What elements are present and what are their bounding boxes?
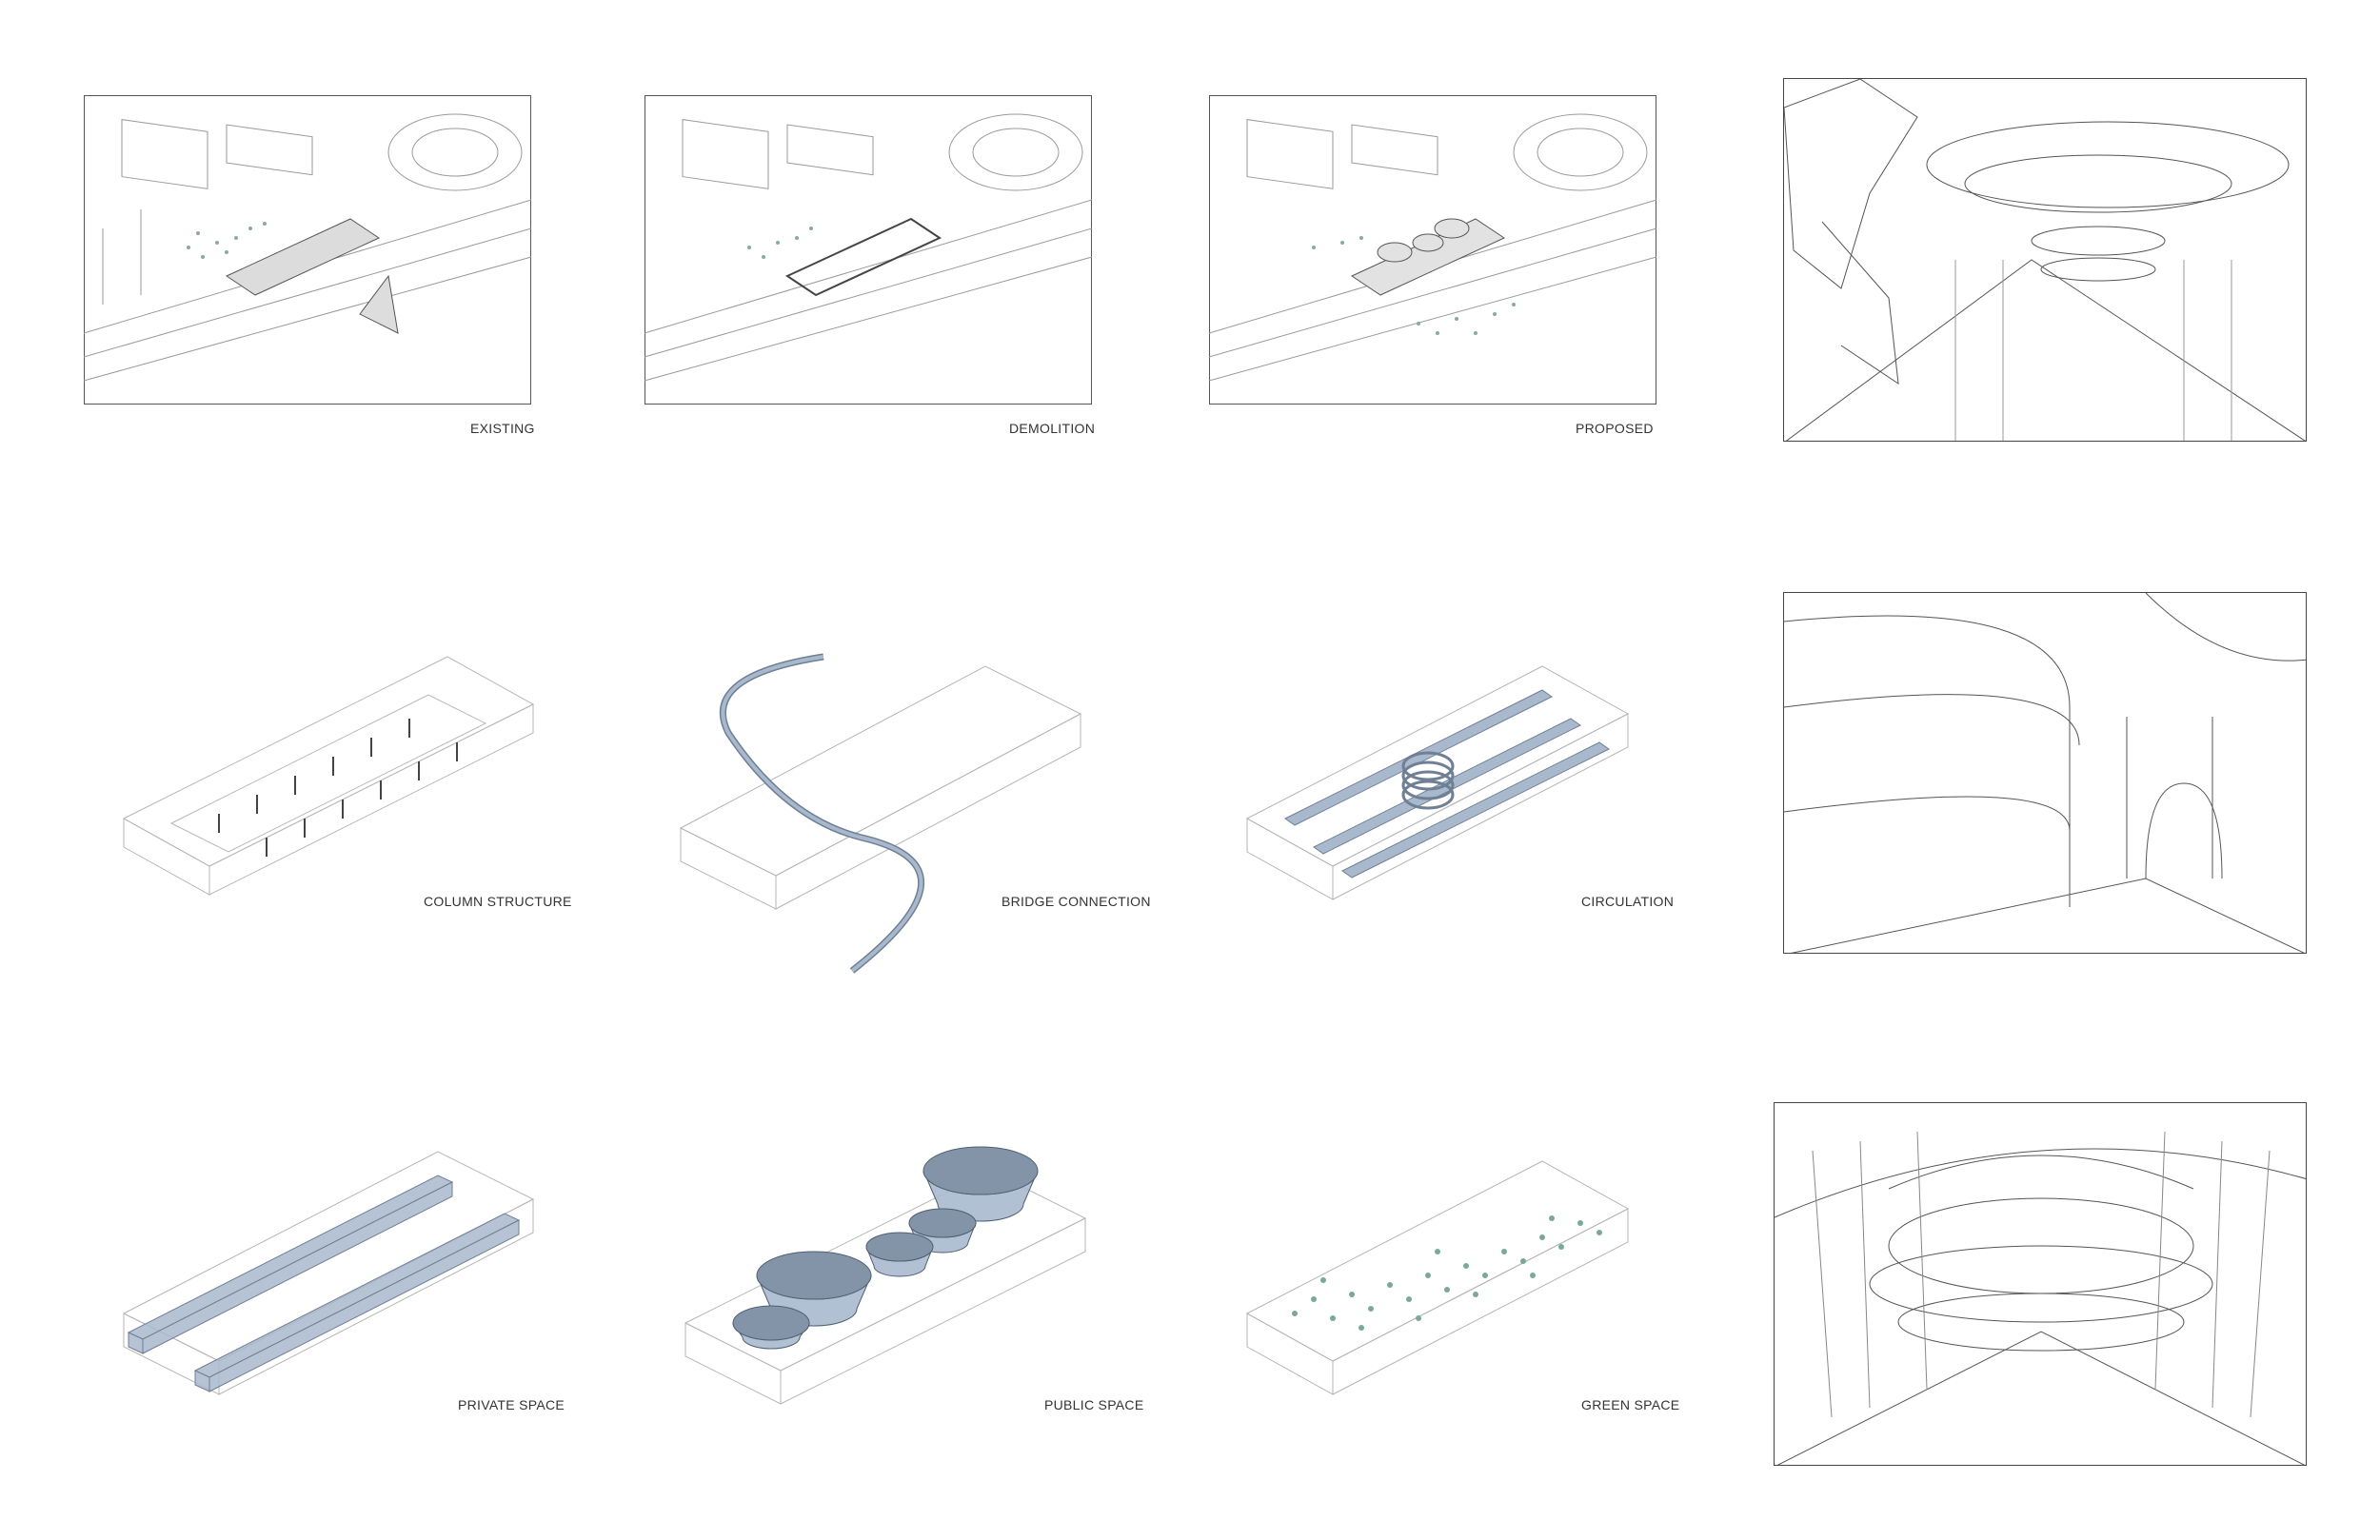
site-plan-drawing bbox=[83, 113, 532, 382]
axo-public-space: PUBLIC SPACE bbox=[676, 1133, 1143, 1437]
site-plan-drawing bbox=[1208, 113, 1657, 382]
trees bbox=[1312, 236, 1516, 335]
green-trees bbox=[1292, 1215, 1602, 1331]
axo-label: BRIDGE CONNECTION bbox=[1002, 894, 1151, 909]
site-plan-label: EXISTING bbox=[470, 421, 535, 436]
perspective-render-atrium bbox=[1783, 78, 2307, 442]
site-plan-existing: EXISTING bbox=[83, 95, 534, 438]
perspective-render-dome bbox=[1774, 1102, 2307, 1466]
site-plan-demolition: DEMOLITION bbox=[644, 95, 1096, 438]
columns bbox=[218, 719, 458, 857]
axo-circulation: CIRCULATION bbox=[1238, 638, 1676, 942]
wedge-building bbox=[359, 274, 399, 334]
spiral-stair bbox=[1401, 751, 1455, 810]
axo-label: GREEN SPACE bbox=[1581, 1397, 1680, 1412]
station-building bbox=[225, 218, 381, 296]
trees bbox=[187, 222, 267, 259]
axo-private-space: PRIVATE SPACE bbox=[114, 1133, 571, 1437]
axo-label: PRIVATE SPACE bbox=[458, 1397, 565, 1412]
axo-green-space: GREEN SPACE bbox=[1238, 1133, 1680, 1437]
site-plan-label: PROPOSED bbox=[1576, 421, 1654, 436]
axo-bridge-connection: BRIDGE CONNECTION bbox=[671, 647, 1150, 990]
axo-label: PUBLIC SPACE bbox=[1044, 1397, 1144, 1412]
axo-label: COLUMN STRUCTURE bbox=[424, 894, 572, 909]
site-plan-proposed: PROPOSED bbox=[1208, 95, 1657, 438]
trees bbox=[747, 227, 813, 259]
site-plan-drawing bbox=[644, 113, 1093, 382]
site-plan-label: DEMOLITION bbox=[1009, 421, 1096, 436]
private-volumes bbox=[127, 1175, 521, 1392]
axo-label: CIRCULATION bbox=[1581, 894, 1675, 909]
axo-column-structure: COLUMN STRUCTURE bbox=[114, 628, 571, 933]
station-shell bbox=[784, 217, 942, 297]
station-with-domes bbox=[1350, 218, 1506, 296]
perspective-render-ramp bbox=[1783, 592, 2307, 954]
